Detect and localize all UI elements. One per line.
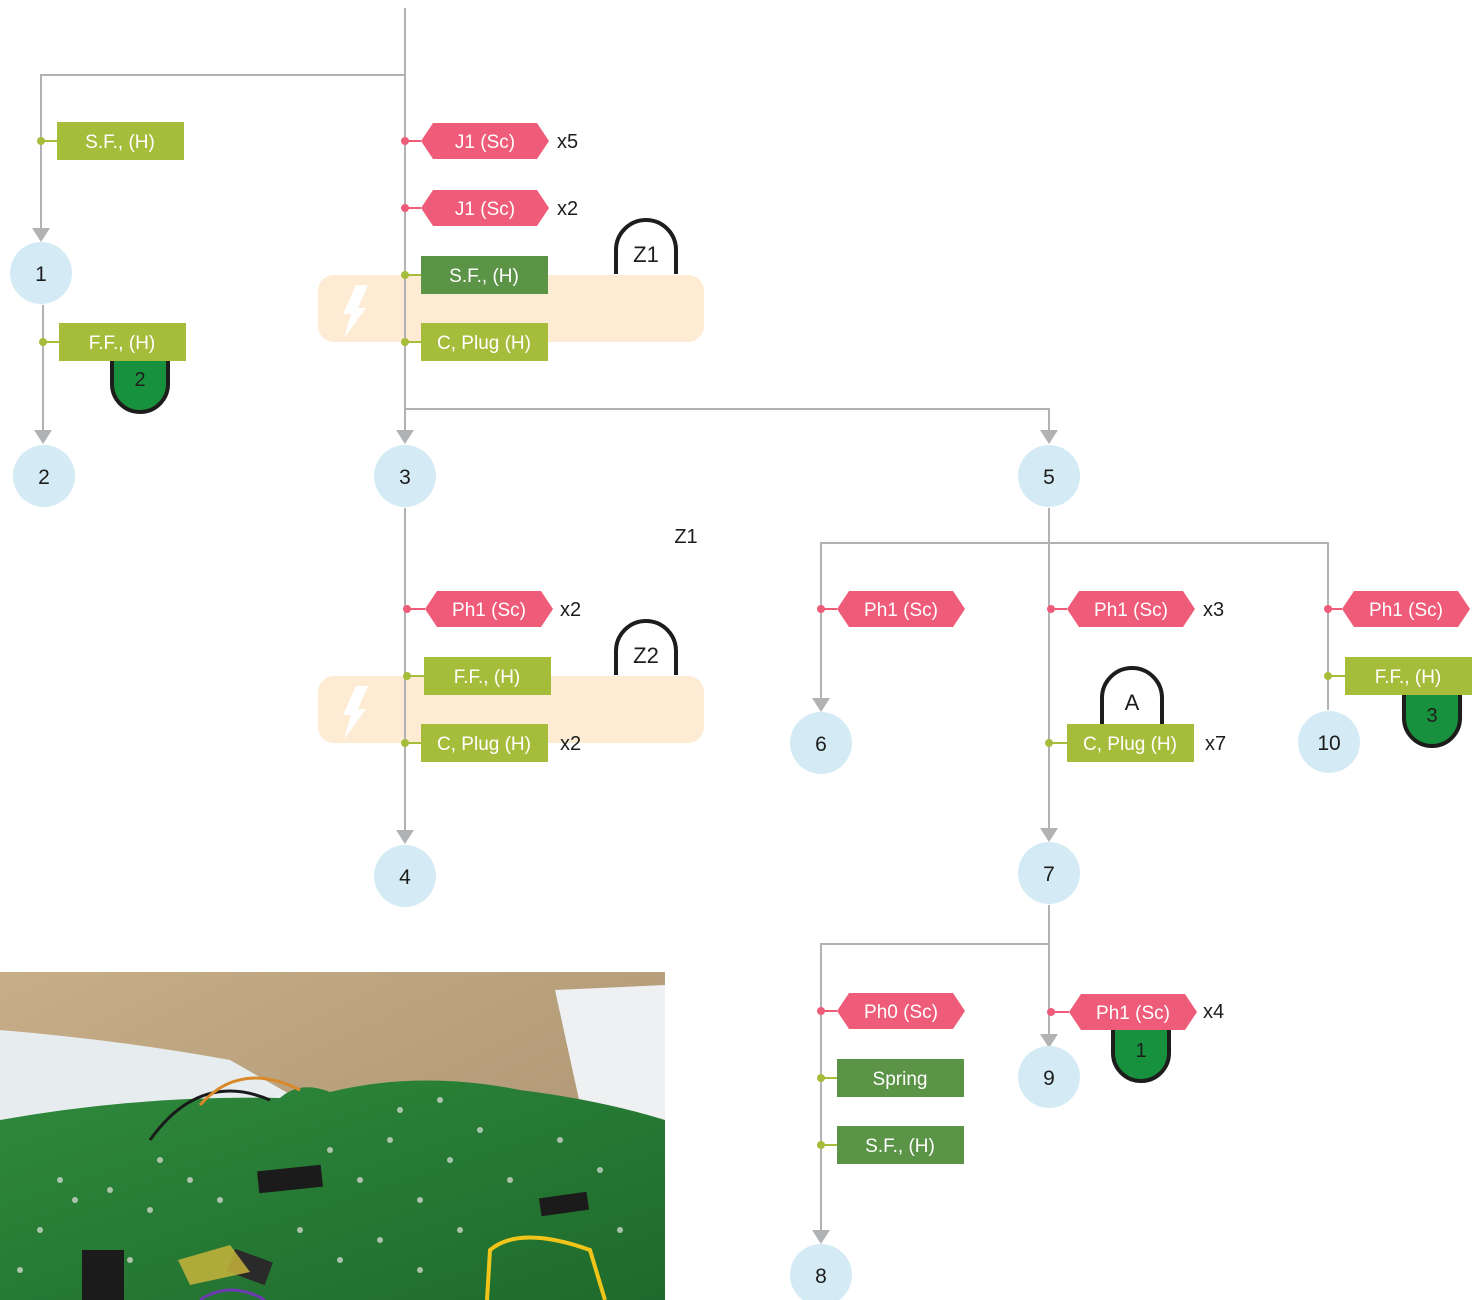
hold-label: Ph0 (Sc) — [864, 1002, 938, 1023]
lock-tab-1[interactable]: 1 — [1111, 1025, 1171, 1083]
lightning-bolt-icon — [343, 686, 368, 739]
node-7[interactable]: 7 — [1018, 842, 1080, 904]
hold-cplug-node7[interactable]: C, Plug (H) — [1067, 724, 1194, 762]
hold-label: Ph1 (Sc) — [864, 600, 938, 621]
lock-tab-label: 1 — [1135, 1040, 1146, 1062]
node-label: 2 — [38, 466, 50, 489]
anchor-badge-a[interactable]: A — [1100, 666, 1164, 724]
zone-band-z1 — [318, 275, 704, 342]
route-nodes: 1 2 3 4 5 6 7 8 9 10 — [10, 242, 1360, 1300]
node-label: 3 — [399, 466, 411, 489]
hold-cplug-node4[interactable]: C, Plug (H) — [421, 724, 548, 762]
hold-label: S.F., (H) — [449, 266, 519, 287]
node-6[interactable]: 6 — [790, 712, 852, 774]
multiplier-label: x3 — [1203, 599, 1224, 621]
node-label: 5 — [1043, 466, 1055, 489]
lightning-bolt-icon — [343, 285, 368, 338]
hold-label: Spring — [873, 1069, 928, 1090]
node-label: 7 — [1043, 863, 1055, 886]
hold-label: F.F., (H) — [1375, 667, 1442, 688]
multiplier-label: x4 — [1203, 1001, 1224, 1023]
hold-ff-node10[interactable]: F.F., (H) — [1345, 657, 1472, 695]
hold-cplug-node3[interactable]: C, Plug (H) — [421, 323, 548, 361]
node-label: 10 — [1317, 732, 1340, 755]
hold-sf-node1[interactable]: S.F., (H) — [57, 122, 184, 160]
node-label: 4 — [399, 866, 411, 889]
node-3[interactable]: 3 — [374, 445, 436, 507]
anchor-badge-label: A — [1125, 690, 1140, 715]
hold-spring-node8[interactable]: Spring — [837, 1059, 964, 1097]
hold-label: F.F., (H) — [89, 333, 156, 354]
hold-ph1-node4[interactable]: Ph1 (Sc) — [425, 591, 553, 627]
lock-tab-2[interactable]: 2 — [110, 356, 170, 414]
circuit-board-photo — [0, 972, 665, 1300]
hold-label: Ph1 (Sc) — [1094, 600, 1168, 621]
hold-label: S.F., (H) — [85, 132, 155, 153]
hold-ph1-node7[interactable]: Ph1 (Sc) — [1067, 591, 1195, 627]
zone-badge-label: Z2 — [633, 643, 659, 668]
lock-tab-3[interactable]: 3 — [1402, 690, 1462, 748]
node-label: 6 — [815, 733, 827, 756]
multiplier-label: x2 — [560, 733, 581, 755]
multiplier-label: x7 — [1205, 733, 1226, 755]
node-8[interactable]: 8 — [790, 1244, 852, 1300]
node-label: 9 — [1043, 1067, 1055, 1090]
zone-badge-z2[interactable]: Z2 — [614, 619, 678, 675]
hold-ff-node4[interactable]: F.F., (H) — [424, 657, 551, 695]
hold-label: Ph1 (Sc) — [452, 600, 526, 621]
node-label: 1 — [35, 263, 47, 286]
connector-ticks — [37, 137, 1345, 1149]
arrowheads — [32, 228, 1058, 1244]
hold-label: Ph1 (Sc) — [1096, 1003, 1170, 1024]
node-label: 8 — [815, 1265, 827, 1288]
node-2[interactable]: 2 — [13, 445, 75, 507]
hold-ph1-node9[interactable]: Ph1 (Sc) — [1069, 994, 1197, 1030]
zone-badge-label: Z1 — [633, 242, 659, 267]
hold-label: C, Plug (H) — [437, 734, 531, 755]
floating-zone-label: Z1 — [674, 526, 697, 548]
zone-band-z2 — [318, 676, 704, 743]
hold-ph0-node8[interactable]: Ph0 (Sc) — [837, 993, 965, 1029]
connector-lines — [40, 8, 1329, 1232]
hold-label: J1 (Sc) — [455, 132, 515, 153]
hold-sf-node8[interactable]: S.F., (H) — [837, 1126, 964, 1164]
multipliers: x5 x2 x2 x2 x3 x7 x4 — [557, 131, 1226, 1023]
hold-ph1-node6[interactable]: Ph1 (Sc) — [837, 591, 965, 627]
lock-tab-label: 2 — [134, 369, 145, 391]
hold-sf-node3[interactable]: S.F., (H) — [421, 256, 548, 294]
hold-label: Ph1 (Sc) — [1369, 600, 1443, 621]
node-1[interactable]: 1 — [10, 242, 72, 304]
hold-j1-a[interactable]: J1 (Sc) — [421, 123, 549, 159]
node-4[interactable]: 4 — [374, 845, 436, 907]
multiplier-label: x2 — [560, 599, 581, 621]
hold-label: C, Plug (H) — [437, 333, 531, 354]
hold-label: J1 (Sc) — [455, 199, 515, 220]
hold-label: S.F., (H) — [865, 1136, 935, 1157]
hold-ff-node2[interactable]: F.F., (H) — [59, 323, 186, 361]
node-9[interactable]: 9 — [1018, 1046, 1080, 1108]
hold-label: C, Plug (H) — [1083, 734, 1177, 755]
multiplier-label: x2 — [557, 198, 578, 220]
multiplier-label: x5 — [557, 131, 578, 153]
hold-label: F.F., (H) — [454, 667, 521, 688]
node-10[interactable]: 10 — [1298, 711, 1360, 773]
hold-ph1-node10[interactable]: Ph1 (Sc) — [1342, 591, 1470, 627]
hold-j1-b[interactable]: J1 (Sc) — [421, 190, 549, 226]
lock-tab-label: 3 — [1426, 705, 1437, 727]
node-5[interactable]: 5 — [1018, 445, 1080, 507]
zone-badge-z1[interactable]: Z1 — [614, 218, 678, 274]
